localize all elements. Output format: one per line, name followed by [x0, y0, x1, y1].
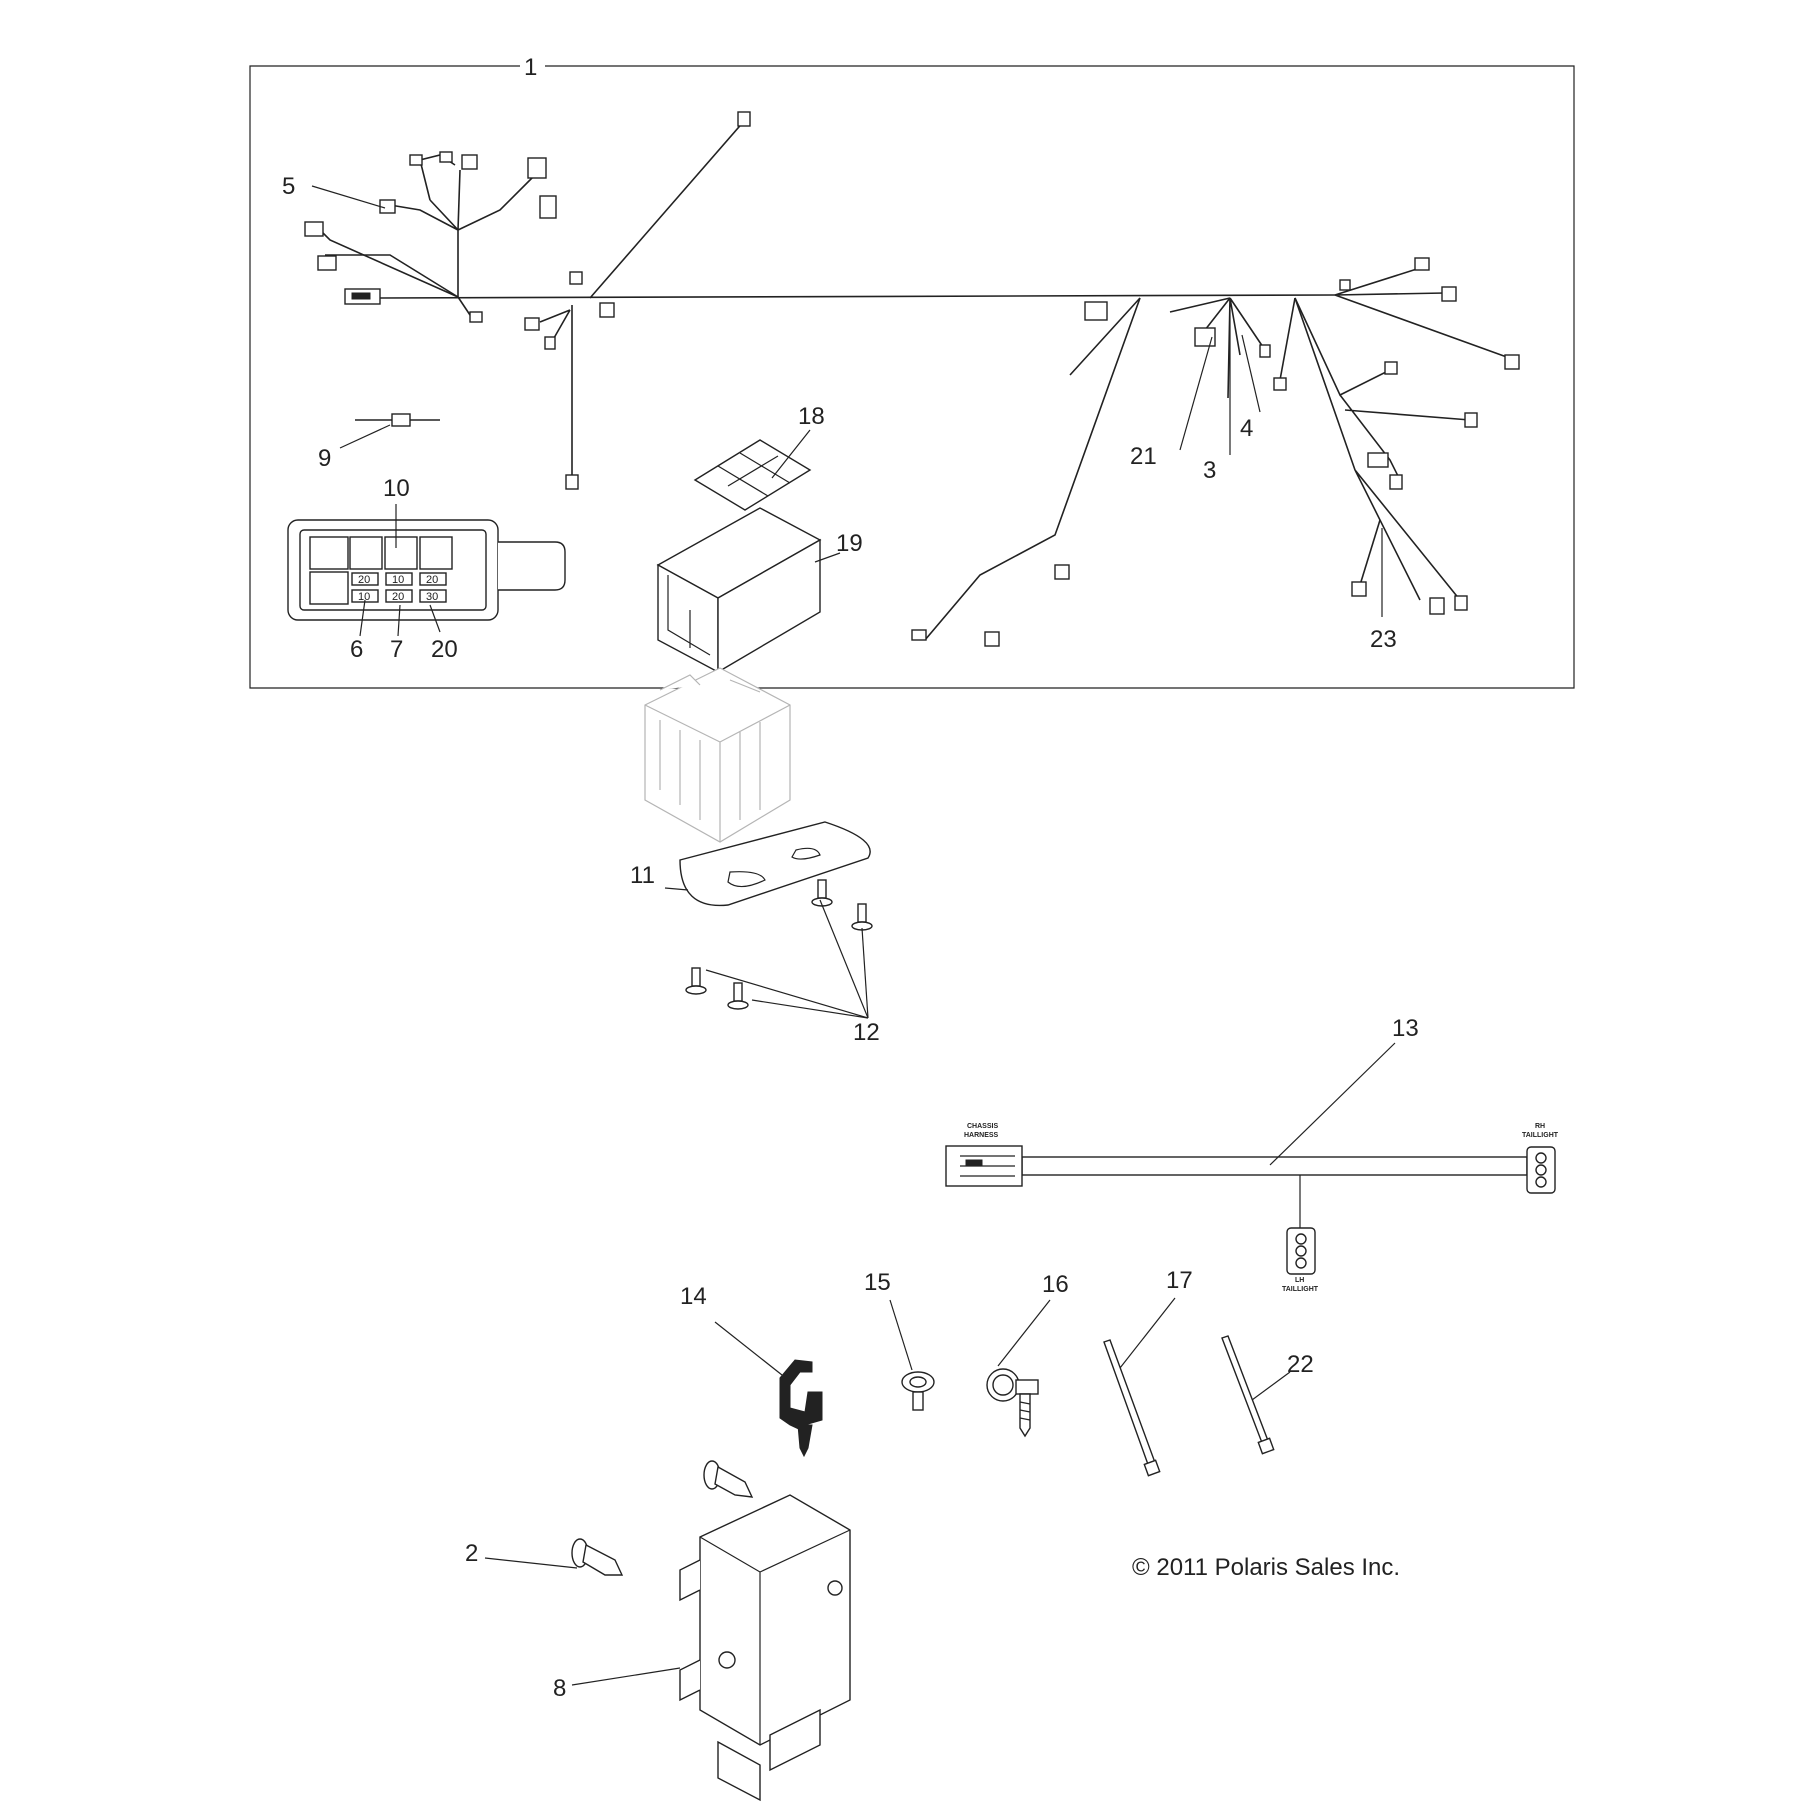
item-13-taillight-harness: CHASSIS HARNESS RH TAILLIGHT LH TAILLIGH… — [945, 1123, 1559, 1293]
fuse-rating-1: 20 — [358, 574, 370, 586]
callout-11: 11 — [630, 862, 655, 889]
chassis-harness-connector — [945, 1145, 1023, 1187]
item-19-fuse-box-cover — [656, 507, 822, 674]
callout-numbers: 1 5 9 10 6 7 20 18 19 21 3 4 23 11 12 13… — [282, 54, 1419, 1702]
item-2-push-rivets — [571, 1460, 754, 1576]
lh-taillight-tag-line2: TAILLIGHT — [1282, 1286, 1319, 1293]
callout-14: 14 — [680, 1283, 707, 1310]
main-chassis-harness — [304, 111, 1520, 647]
rivet-left — [571, 1538, 624, 1576]
rh-taillight-tag-line2: TAILLIGHT — [1522, 1132, 1559, 1139]
rivet-b — [727, 982, 749, 1010]
callout-13: 13 — [1392, 1015, 1419, 1042]
callout-20: 20 — [431, 636, 458, 663]
item-17-cable-tie — [1103, 1339, 1161, 1477]
chassis-harness-tag-line2: HARNESS — [964, 1132, 999, 1139]
copyright-notice: © 2011 Polaris Sales Inc. — [1132, 1554, 1400, 1581]
item-15-edge-clamp — [901, 1371, 935, 1411]
chassis-harness-tag-line1: CHASSIS — [967, 1123, 998, 1130]
rivet-d — [851, 903, 873, 931]
callout-22: 22 — [1287, 1351, 1314, 1378]
item-22-cable-tie — [1221, 1335, 1275, 1455]
callout-7: 7 — [390, 636, 403, 663]
harness-group-frame — [249, 65, 1575, 689]
rh-taillight-connector — [1526, 1146, 1556, 1194]
callout-18: 18 — [798, 403, 825, 430]
callout-17: 17 — [1166, 1267, 1193, 1294]
callout-2: 2 — [465, 1540, 478, 1567]
callout-16: 16 — [1042, 1271, 1069, 1298]
callout-8: 8 — [553, 1675, 566, 1702]
callout-9: 9 — [318, 445, 331, 472]
callout-23: 23 — [1370, 626, 1397, 653]
item-9-fuse-holder — [355, 413, 440, 427]
lh-taillight-tag-line1: LH — [1295, 1277, 1304, 1284]
callout-5: 5 — [282, 173, 295, 200]
item-10-fuse-relay-box: 20 10 20 10 20 30 — [287, 519, 566, 621]
lh-taillight-connector — [1286, 1227, 1316, 1275]
rh-taillight-tag-line1: RH — [1535, 1123, 1545, 1130]
callout-21: 21 — [1130, 443, 1157, 470]
leader-lines — [311, 185, 1396, 1686]
item-8-control-module — [679, 1494, 851, 1802]
fuse-rating-5: 20 — [392, 591, 404, 603]
callout-1: 1 — [524, 54, 537, 81]
rivet-a — [685, 967, 707, 995]
fuse-rating-2: 10 — [392, 574, 404, 586]
item-11-mounting-plate — [679, 821, 871, 907]
callout-4: 4 — [1240, 415, 1253, 442]
item-14-wire-clip — [779, 1359, 823, 1458]
fuse-rating-3: 20 — [426, 574, 438, 586]
rivet-c — [811, 879, 833, 907]
callout-15: 15 — [864, 1269, 891, 1296]
callout-6: 6 — [350, 636, 363, 663]
rivet-top — [703, 1460, 754, 1498]
item-12-push-rivets — [685, 879, 873, 1010]
fuse-box-body-reference — [644, 667, 791, 843]
item-16-p-clamp — [986, 1368, 1039, 1438]
callout-19: 19 — [836, 530, 863, 557]
item-18-fuse-label-decal — [693, 439, 812, 511]
fuse-rating-6: 30 — [426, 591, 438, 603]
fuse-rating-4: 10 — [358, 591, 370, 603]
callout-12: 12 — [853, 1019, 880, 1046]
callout-10: 10 — [383, 475, 410, 502]
callout-3: 3 — [1203, 457, 1216, 484]
